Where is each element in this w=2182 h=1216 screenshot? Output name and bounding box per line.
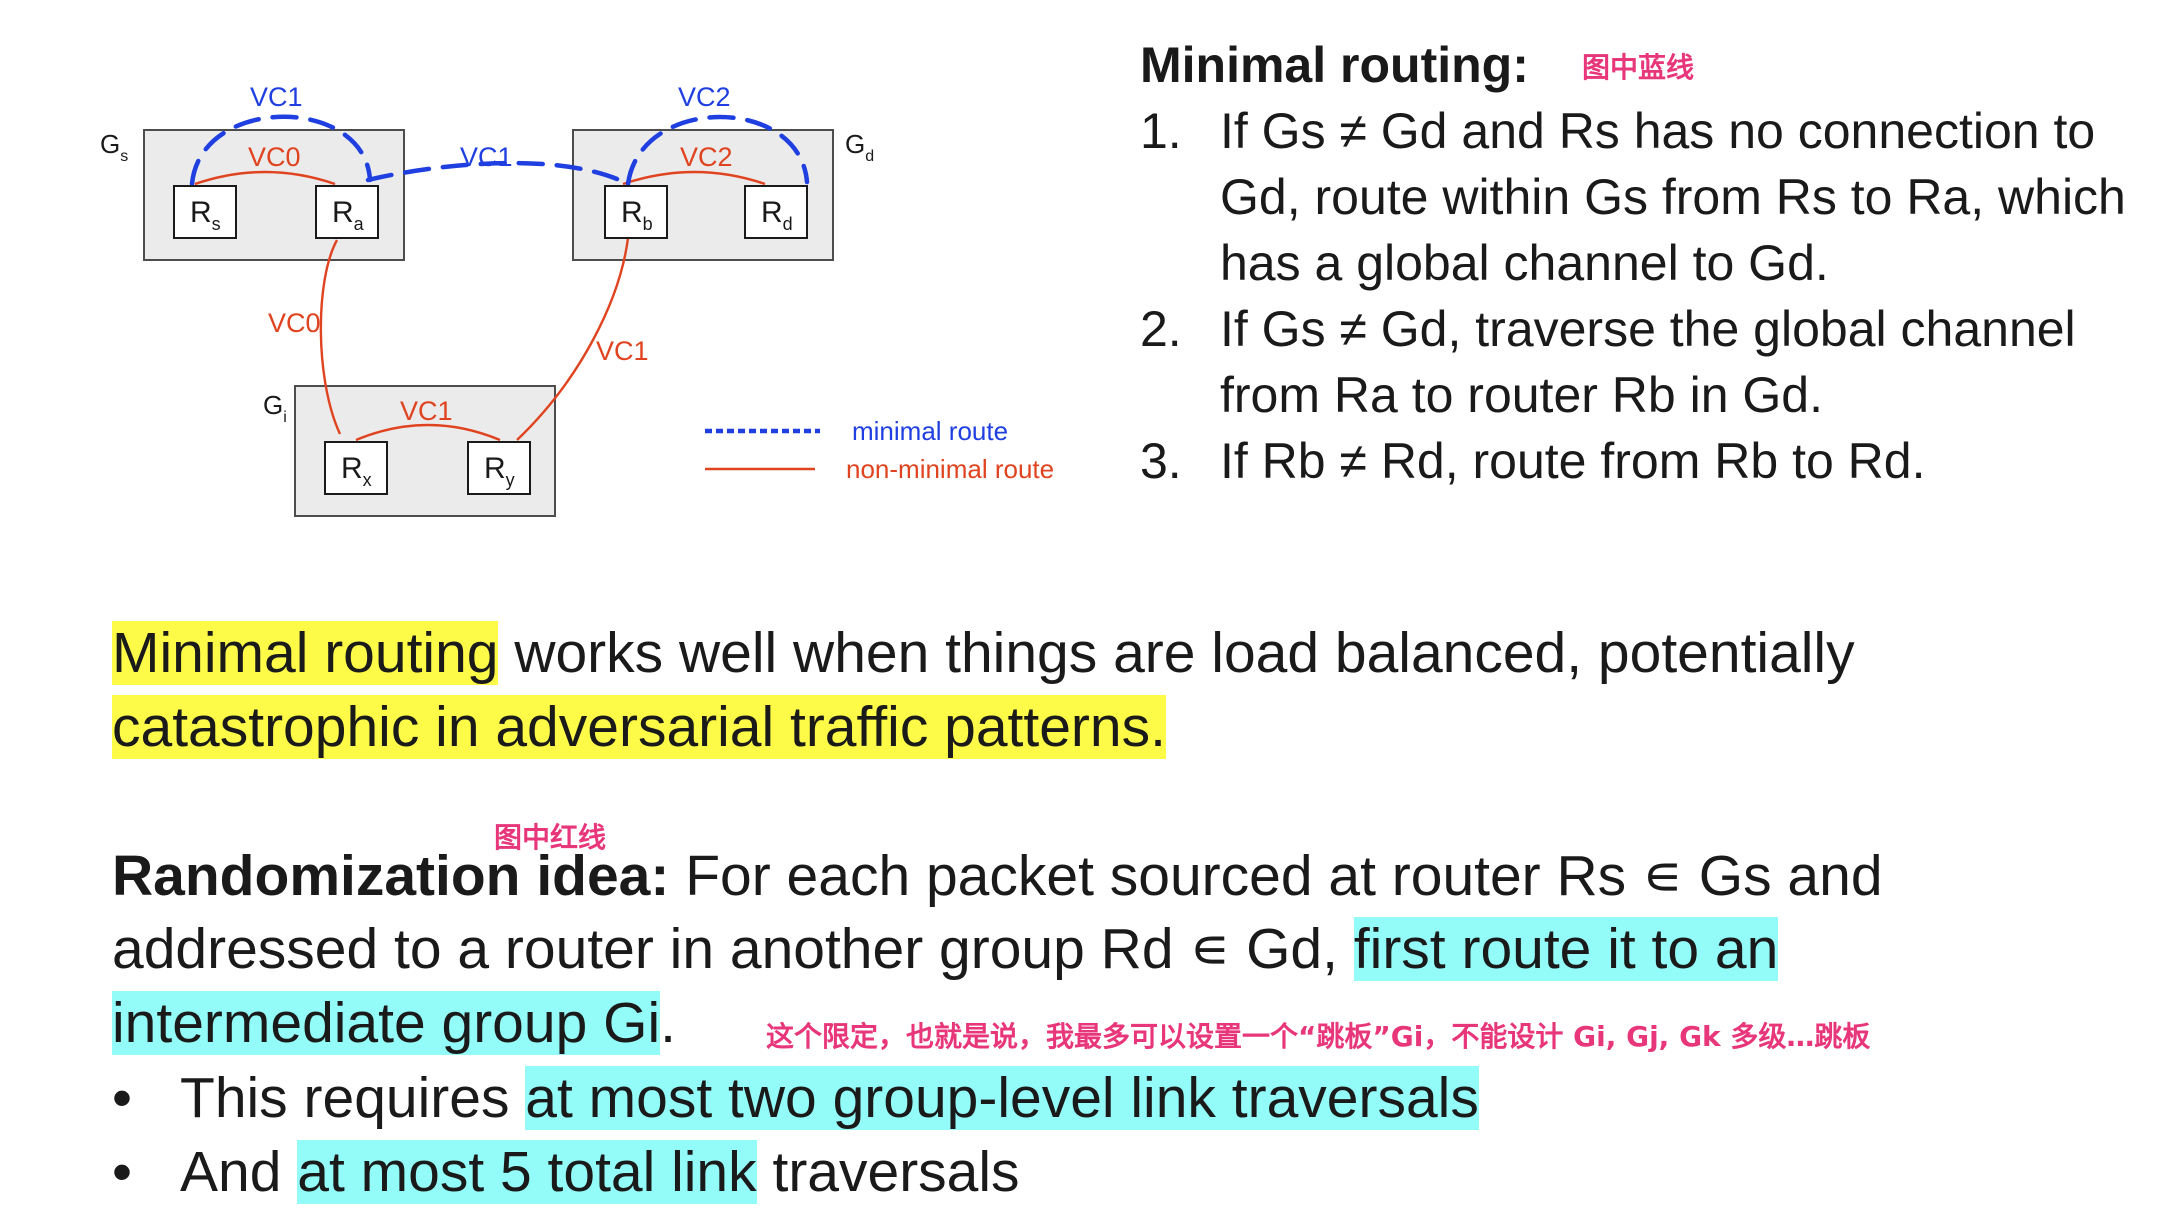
step-number: 2. [1140, 301, 1182, 357]
load-balance-paragraph-line2: catastrophic in adversarial traffic patt… [112, 691, 1166, 763]
minimal-routing-step: 3. If Rb ≠ Rd, route from Rb to Rd. [1140, 428, 2180, 494]
minimal-routing-step: 1. If Gs ≠ Gd and Rs has no connection to… [1140, 98, 2180, 296]
minimal-routing-title: Minimal routing: [1140, 37, 1529, 93]
highlight-catastrophic: catastrophic in adversarial traffic patt… [112, 695, 1166, 759]
randomization-text: For each packet sourced at router Rs ∊ G… [669, 844, 1883, 908]
legend-non-minimal-label: non-minimal route [846, 454, 1054, 484]
highlight-two-group-level: at most two group-level link traversals [525, 1066, 1479, 1130]
bullet-text: This requires [180, 1066, 526, 1130]
router-rb-box [604, 185, 668, 239]
bullet-text: traversals [756, 1140, 1020, 1204]
dragonfly-routing-diagram: Gs Gd Gi Rs Ra Rb Rd Rx Ry VC1 VC0 VC1 V… [100, 82, 1054, 517]
router-label-ra: Ra [332, 196, 365, 234]
paragraph-text: works well when things are load balanced… [498, 621, 1855, 685]
vc-label-global-blue: VC1 [460, 142, 513, 172]
intermediate-group-annotation: 这个限定，也就是说，我最多可以设置一个“跳板”Gi，不能设计 Gi, Gj, G… [766, 1020, 1871, 1053]
randomization-text: addressed to a router in another group R… [112, 917, 1354, 981]
bullet-symbol: • [112, 1066, 132, 1130]
load-balance-paragraph-line1: Minimal routing works well when things a… [112, 617, 1855, 689]
highlight-intermediate-group: intermediate group Gi [112, 991, 661, 1055]
step-text: If Gs ≠ Gd, traverse the global channel … [1220, 301, 2076, 423]
blue-route-rb-rd [625, 114, 810, 187]
group-label-gd: Gd [845, 129, 874, 165]
randomization-period: . [660, 991, 676, 1055]
blue-route-rs-ra [189, 114, 373, 187]
router-label-rx: Rx [341, 452, 372, 490]
randomization-annotation: 图中红线 [494, 821, 607, 854]
step-number: 1. [1140, 103, 1182, 159]
router-ra-box [315, 185, 379, 239]
vc-label-gd-red: VC2 [680, 142, 733, 172]
router-label-rs: Rs [190, 196, 221, 234]
router-label-rb: Rb [621, 196, 653, 234]
minimal-routing-step: 2. If Gs ≠ Gd, traverse the global channe… [1140, 296, 2180, 428]
router-rd-box [744, 185, 808, 239]
blue-route-global [365, 160, 627, 185]
vc-label-gd-blue: VC2 [678, 82, 731, 112]
red-route-rx-ry [355, 423, 501, 442]
legend-minimal-label: minimal route [852, 416, 1008, 446]
minimal-routing-annotation: 图中蓝线 [1582, 51, 1695, 84]
red-route-ry-rb [516, 237, 630, 441]
randomization-heading: Randomization idea: [112, 844, 670, 908]
router-label-rd: Rd [761, 196, 793, 234]
vc-label-gs-blue: VC1 [250, 82, 303, 112]
randomization-line1: Randomization idea: For each packet sour… [112, 840, 1883, 912]
minimal-routing-steps: 1. If Gs ≠ Gd and Rs has no connection to… [1140, 98, 2180, 494]
step-number: 3. [1140, 433, 1182, 489]
bullet-text: And [180, 1140, 298, 1204]
step-text: If Rb ≠ Rd, route from Rb to Rd. [1220, 433, 1926, 489]
vc-label-ry-rb: VC1 [596, 336, 649, 366]
highlight-five-total-links: at most 5 total link [297, 1140, 757, 1204]
router-rs-box [173, 185, 237, 239]
red-route-ra-rx [319, 239, 342, 435]
step-text: If Gs ≠ Gd and Rs has no connection to G… [1220, 103, 2126, 291]
router-label-ry: Ry [484, 452, 515, 490]
highlight-first-route: first route it to an [1353, 917, 1779, 981]
router-ry-box [467, 441, 531, 495]
router-rx-box [324, 441, 388, 495]
vc-label-gi-red: VC1 [400, 396, 453, 426]
group-label-gs: Gs [100, 129, 128, 165]
group-label-gi: Gi [263, 390, 287, 426]
highlight-minimal-routing: Minimal routing [112, 621, 499, 685]
vc-label-gs-red: VC0 [248, 142, 301, 172]
randomization-line3: intermediate group Gi. [112, 987, 676, 1059]
red-route-rb-rd [622, 170, 766, 186]
red-route-rs-ra [194, 170, 336, 186]
randomization-line2: addressed to a router in another group R… [112, 913, 1779, 985]
bullet-symbol: • [112, 1140, 132, 1204]
bullet-item: • And at most 5 total link traversals [112, 1136, 1020, 1208]
vc-label-ra-rx: VC0 [268, 308, 321, 338]
bullet-item: • This requires at most two group-level l… [112, 1062, 1479, 1134]
